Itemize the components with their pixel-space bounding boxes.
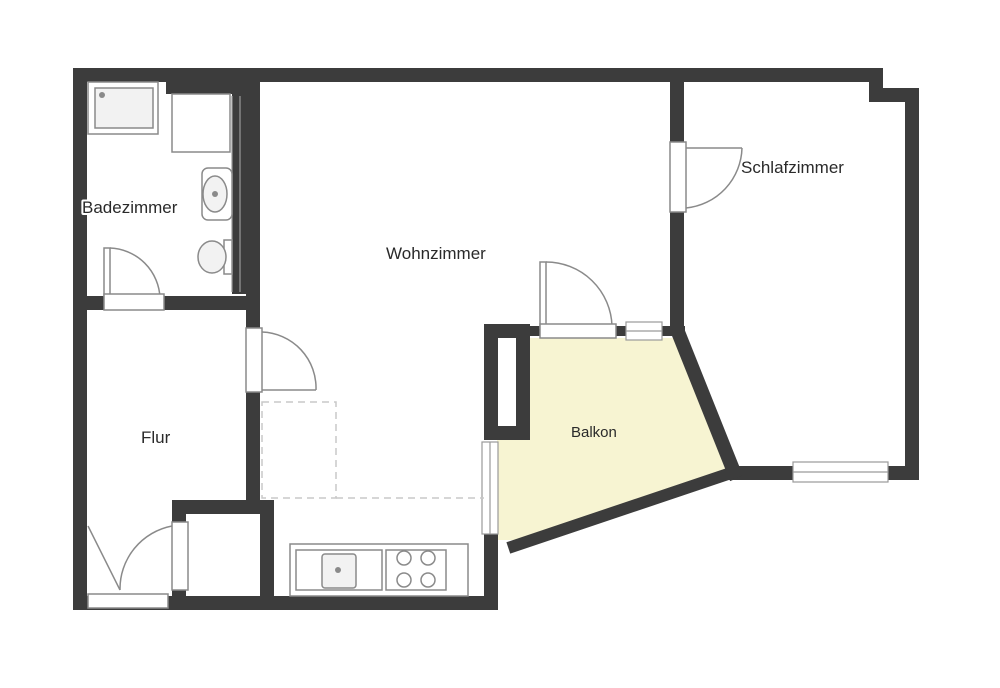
balcony-floor xyxy=(497,338,728,540)
washing-machine xyxy=(171,93,231,153)
stove-icon xyxy=(385,549,447,591)
doors xyxy=(87,141,743,609)
kitchen xyxy=(261,401,484,597)
kitchen-zone xyxy=(261,401,337,499)
label-badezimmer: Badezimmer xyxy=(82,198,178,217)
label-schlafzimmer: Schlafzimmer xyxy=(741,158,844,177)
balcony-wall-bottom xyxy=(506,464,742,554)
balcony-wall-right xyxy=(668,322,744,482)
bathroom-fixtures xyxy=(87,81,241,292)
toilet-icon xyxy=(197,240,227,274)
windows xyxy=(481,321,889,535)
label-wohnzimmer: Wohnzimmer xyxy=(386,244,486,263)
label-flur: Flur xyxy=(141,428,171,447)
label-balkon: Balkon xyxy=(571,424,617,441)
